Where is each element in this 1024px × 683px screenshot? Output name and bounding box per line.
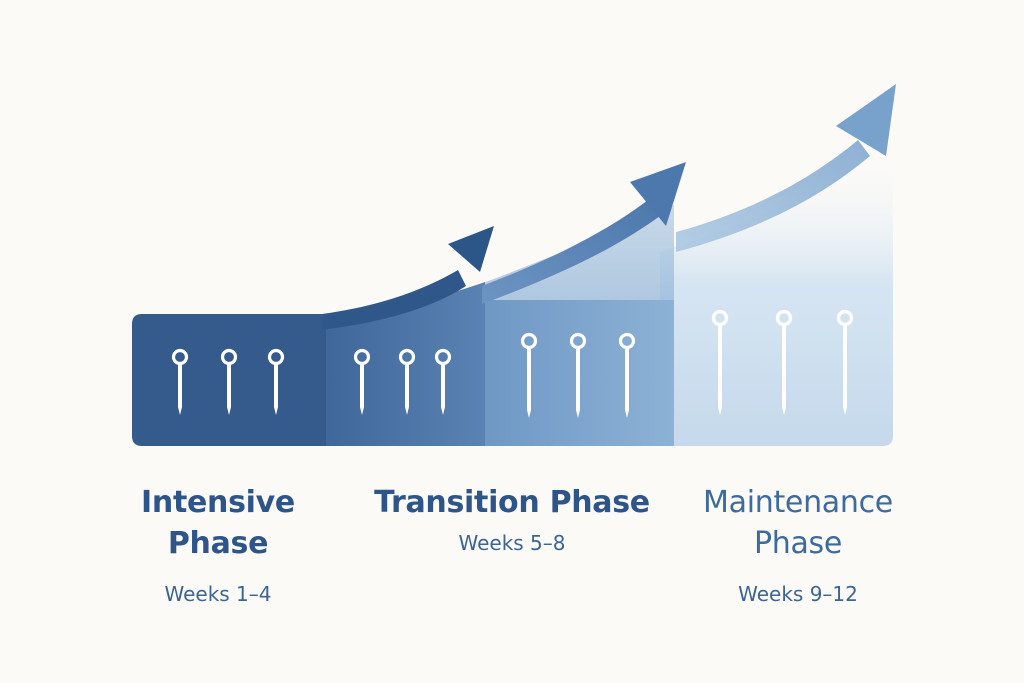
rising-arrow-icon (676, 140, 870, 252)
phase-title: Phase (753, 526, 843, 561)
pin-icon (836, 309, 854, 415)
pin-icon (171, 348, 189, 415)
pin-icon (520, 332, 538, 418)
phase-label-transition: Transition Phase Weeks 5–8 (360, 482, 664, 555)
pin-icon (220, 348, 238, 415)
phase-title: Maintenance (703, 485, 893, 520)
rising-arrow-icon (482, 200, 660, 304)
rising-arrow-icon (322, 270, 466, 330)
rising-arrow-icon (448, 226, 494, 272)
rising-arrow-icon (630, 162, 686, 226)
pin-icon (711, 309, 729, 415)
pin-icon (618, 332, 636, 418)
phase-label-intensive: Intensive Phase Weeks 1–4 (118, 482, 318, 606)
phase-title: Phase (167, 526, 269, 561)
phase-weeks: Weeks 1–4 (164, 582, 272, 606)
phase-label-maintenance: Maintenance Phase Weeks 9–12 (688, 482, 908, 606)
phase-weeks: Weeks 5–8 (458, 531, 566, 555)
phase-title: Transition Phase (374, 485, 650, 520)
phase-weeks: Weeks 9–12 (738, 582, 858, 606)
pin-icon (353, 348, 371, 415)
pin-icon (569, 332, 587, 418)
pin-icon (398, 348, 416, 415)
phase-title: Intensive (141, 485, 295, 520)
pin-icon (775, 309, 793, 415)
rising-arrow-icon (836, 84, 896, 156)
pin-icon (267, 348, 285, 415)
pin-icon (434, 348, 452, 415)
